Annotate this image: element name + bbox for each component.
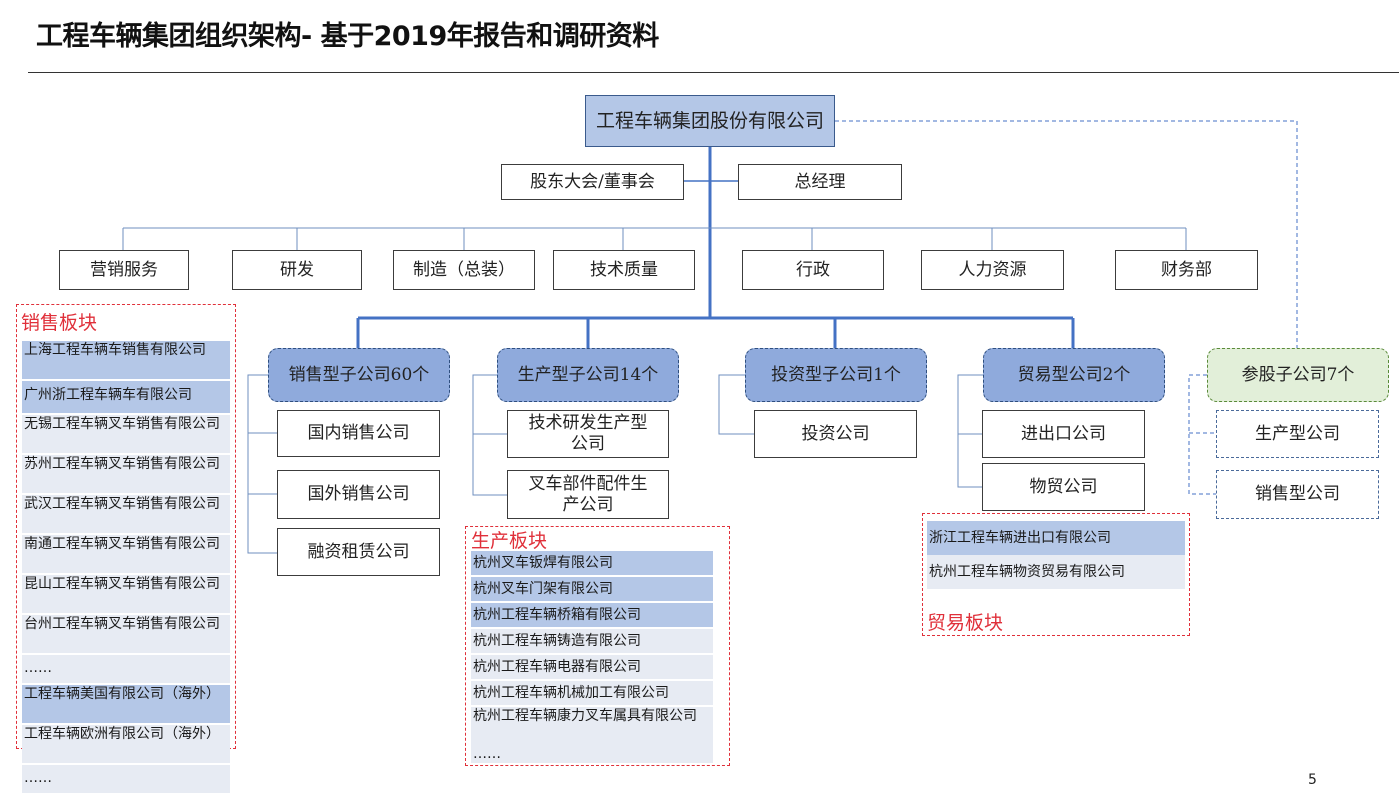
sales-leasing-box[interactable]: 融资租赁公司	[277, 528, 440, 576]
title-divider	[28, 72, 1399, 73]
list-item: ……	[471, 745, 713, 763]
page-number: 5	[1308, 772, 1317, 788]
sales-domestic-box[interactable]: 国内销售公司	[277, 410, 440, 457]
sales-panel-title: 销售板块	[21, 312, 98, 334]
production-parts-box[interactable]: 叉车部件配件生产公司	[507, 470, 669, 519]
production-tech-box[interactable]: 技术研发生产型公司	[507, 410, 669, 458]
dept-hr[interactable]: 人力资源	[921, 250, 1064, 290]
sales-overseas-box[interactable]: 国外销售公司	[277, 470, 440, 519]
list-item: 杭州工程车辆康力叉车属具有限公司	[471, 707, 713, 745]
dept-tech-quality[interactable]: 技术质量	[553, 250, 695, 290]
production-panel	[465, 526, 730, 766]
category-investment[interactable]: 投资型子公司1个	[745, 348, 927, 402]
page-title: 工程车辆集团组织架构- 基于2019年报告和调研资料	[36, 21, 659, 52]
category-trade[interactable]: 贸易型公司2个	[983, 348, 1165, 402]
list-item: 杭州工程车辆桥箱有限公司	[471, 603, 713, 627]
list-item: 杭州叉车钣焊有限公司	[471, 551, 713, 575]
investment-company-box[interactable]: 投资公司	[754, 410, 917, 458]
list-item: 南通工程车辆叉车销售有限公司	[22, 535, 230, 573]
dept-manufacturing[interactable]: 制造（总装）	[393, 250, 535, 290]
list-item: 无锡工程车辆叉车销售有限公司	[22, 415, 230, 453]
equity-production-box[interactable]: 生产型公司	[1216, 410, 1379, 458]
category-production[interactable]: 生产型子公司14个	[497, 348, 679, 402]
trade-import-export-box[interactable]: 进出口公司	[982, 410, 1145, 458]
list-item: 杭州工程车辆机械加工有限公司	[471, 681, 713, 705]
list-item: ……	[22, 765, 230, 793]
production-panel-title: 生产板块	[471, 530, 548, 552]
trade-panel-title: 贸易板块	[927, 612, 1004, 634]
list-item: 广州浙工程车辆车有限公司	[22, 381, 230, 413]
list-item: 上海工程车辆车销售有限公司	[22, 341, 230, 379]
list-item: 杭州工程车辆铸造有限公司	[471, 629, 713, 653]
list-item: 昆山工程车辆叉车销售有限公司	[22, 575, 230, 613]
list-item: 杭州叉车门架有限公司	[471, 577, 713, 601]
list-item: 工程车辆欧洲有限公司（海外）	[22, 725, 230, 763]
dept-finance[interactable]: 财务部	[1115, 250, 1258, 290]
list-item: 杭州工程车辆物资贸易有限公司	[927, 555, 1185, 589]
category-equity[interactable]: 参股子公司7个	[1207, 348, 1389, 402]
production-company-list: 杭州叉车钣焊有限公司 杭州叉车门架有限公司 杭州工程车辆桥箱有限公司 杭州工程车…	[471, 551, 713, 763]
root-company-box[interactable]: 工程车辆集团股份有限公司	[585, 95, 835, 147]
dept-rnd[interactable]: 研发	[232, 250, 362, 290]
category-sales[interactable]: 销售型子公司60个	[268, 348, 450, 402]
list-item: 武汉工程车辆叉车销售有限公司	[22, 495, 230, 533]
equity-sales-box[interactable]: 销售型公司	[1216, 470, 1379, 519]
board-box[interactable]: 股东大会/董事会	[501, 164, 684, 200]
general-manager-box[interactable]: 总经理	[738, 164, 902, 200]
sales-company-list: 上海工程车辆车销售有限公司 广州浙工程车辆车有限公司 无锡工程车辆叉车销售有限公…	[22, 341, 230, 793]
list-item: 浙江工程车辆进出口有限公司	[927, 521, 1185, 555]
trade-panel	[922, 513, 1190, 636]
trade-company-list: 浙江工程车辆进出口有限公司 杭州工程车辆物资贸易有限公司	[927, 521, 1185, 589]
list-item: 苏州工程车辆叉车销售有限公司	[22, 455, 230, 493]
list-item: 杭州工程车辆电器有限公司	[471, 655, 713, 679]
trade-materials-box[interactable]: 物贸公司	[982, 463, 1145, 511]
list-item: ……	[22, 655, 230, 683]
list-item: 工程车辆美国有限公司（海外）	[22, 685, 230, 723]
list-item: 台州工程车辆叉车销售有限公司	[22, 615, 230, 653]
dept-marketing-service[interactable]: 营销服务	[59, 250, 189, 290]
dept-admin[interactable]: 行政	[742, 250, 884, 290]
